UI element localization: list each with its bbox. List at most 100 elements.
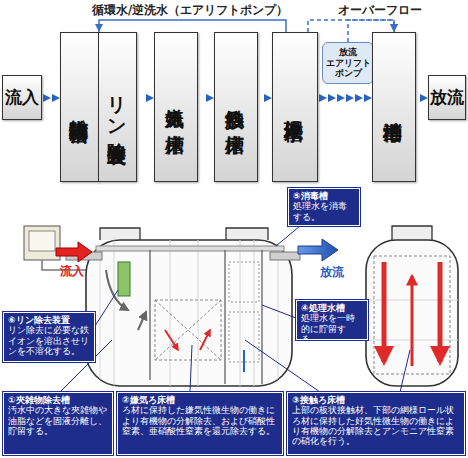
callout-heading: ⑤消毒槽 <box>293 191 355 201</box>
callout-box: ④処理水槽処理水を一時的に貯留する。 <box>296 300 368 340</box>
callout-box: ⑥リン除去装置リン除去に必要な鉄イオンを溶出させリンを不溶化する。 <box>3 312 95 362</box>
flow-arrows-inside <box>138 312 146 330</box>
return-line <box>99 20 286 32</box>
tank-body <box>240 240 241 386</box>
flow-arrow <box>416 97 428 99</box>
tank-body <box>226 228 268 240</box>
box-label: リン除去装置 <box>105 82 131 132</box>
process-box: リン除去装置 <box>98 32 137 182</box>
callout-text: ろ材に保持した嫌気性微生物の働きにより有機物の分解除去、および硝酸性窒素、亜硝酸… <box>122 405 278 436</box>
leader-line <box>190 345 192 392</box>
box-label: 嫌気ろ床槽 <box>163 94 189 121</box>
process-box: 夾雑物除去槽 <box>60 32 99 182</box>
anaerobic-filter-media <box>155 300 221 360</box>
anaerobic-filter-media <box>155 300 221 360</box>
flow-arrows-inside <box>243 350 245 372</box>
callout-heading: ③接触ろ床槽 <box>292 395 460 405</box>
leader-line <box>262 305 296 318</box>
tank-body <box>261 250 262 384</box>
leader-line <box>276 226 300 246</box>
callout-heading: ④処理水槽 <box>301 303 363 313</box>
box-label: 夾雑物除去槽 <box>67 104 93 110</box>
anaerobic-filter-media <box>155 300 221 360</box>
callout-text: リン除去に必要な鉄イオンを溶出させリンを不溶化する。 <box>8 325 90 356</box>
process-box: 流入 <box>2 75 42 120</box>
flow-arrows-inside <box>106 270 244 372</box>
phosphorus-removal-device <box>118 262 130 296</box>
callout-box: ③接触ろ床槽上部の板状接触材、下部の網様ロール状ろ材に保持した好気性微生物の働き… <box>287 392 465 455</box>
callout-text: 処理水を一時的に貯留する。 <box>301 313 363 344</box>
box-label: 処理水槽 <box>282 105 308 109</box>
tank-end-view <box>382 262 387 362</box>
overflow-line <box>348 20 394 42</box>
box-label: 流入 <box>5 86 39 109</box>
callout-box: ②嫌気ろ床槽ろ材に保持した嫌気性微生物の働きにより有機物の分解除去、および硝酸性… <box>117 392 283 455</box>
flow-arrows-inside <box>200 330 210 350</box>
callout-heading: ⑥リン除去装置 <box>8 315 90 325</box>
flow-arrow <box>137 97 154 99</box>
inlet-pipe <box>56 242 102 262</box>
callout-heading: ②嫌気ろ床槽 <box>122 395 278 405</box>
process-box: 消毒槽 <box>372 32 416 182</box>
tank-body <box>96 246 284 251</box>
tank-end-view <box>438 262 443 362</box>
tank-body <box>170 240 171 386</box>
leader-line <box>245 340 320 392</box>
control-box <box>24 226 60 260</box>
flow-label: 流入 <box>60 263 84 280</box>
callout-heading: ①夾雑物除去槽 <box>8 395 108 405</box>
control-box <box>24 226 96 270</box>
process-box: 放流 <box>428 75 466 120</box>
leader-line <box>400 350 410 392</box>
tank-body <box>224 250 225 384</box>
box-label: 放流 エアリフト ポンプ <box>325 47 371 79</box>
flow-arrows-inside <box>165 330 178 350</box>
inlet-pipe <box>56 242 92 262</box>
tank-end-view <box>411 276 414 366</box>
tank-body <box>100 228 140 240</box>
tank-body <box>198 240 199 386</box>
outlet-pipe <box>298 239 338 261</box>
edge-label: 循環水/逆洗水（エアリフトポンプ） <box>92 3 288 18</box>
callout-box: ①夾雑物除去槽汚水中の大きな夾雑物や油脂などを固液分離し、貯留する。 <box>3 392 113 455</box>
callout-text: 上部の板状接触材、下部の網様ロール状ろ材に保持した好気性微生物の働きにより有機物… <box>292 405 460 446</box>
flow-arrow <box>258 97 272 99</box>
tank-end-view <box>374 256 450 374</box>
tank-end-view <box>366 240 458 386</box>
process-box: 嫌気ろ床槽 <box>154 32 198 182</box>
process-box: 処理水槽 <box>272 32 318 182</box>
leader-line <box>60 226 410 392</box>
tank-body <box>149 250 150 380</box>
box-label: 接触ろ床槽 <box>223 94 249 121</box>
tank-body <box>278 240 279 386</box>
edge-label: オーバーフロー <box>338 3 422 18</box>
outlet-pipe <box>270 252 300 260</box>
flow-arrow <box>318 97 372 99</box>
callout-text: 汚水中の大きな夾雑物や油脂などを固液分離し、貯留する。 <box>8 405 108 436</box>
contact-filter-media <box>229 262 259 302</box>
tank-end-view <box>366 226 458 386</box>
flow-arrow <box>42 97 60 99</box>
phosphorus-removal-device <box>118 262 130 296</box>
callout-text: 処理水を消毒する。 <box>293 201 355 222</box>
control-box <box>29 231 55 251</box>
box-label: 放流 <box>430 86 464 109</box>
box-label: 消毒槽 <box>381 106 407 109</box>
tank-body <box>100 240 101 386</box>
tank-body <box>86 240 292 386</box>
tank-body <box>100 240 278 386</box>
tank-body <box>86 228 292 386</box>
flow-label: 放流 <box>320 264 344 281</box>
flow-arrow <box>198 97 214 99</box>
callout-box: ⑤消毒槽処理水を消毒する。 <box>288 188 360 226</box>
tank-end-view <box>392 226 432 240</box>
leader-line <box>95 290 118 326</box>
anaerobic-filter-media <box>155 300 221 360</box>
pump-box: 放流 エアリフト ポンプ <box>322 42 374 84</box>
process-box: 接触ろ床槽 <box>214 32 258 182</box>
tank-body <box>114 240 115 386</box>
overflow-line <box>308 20 394 32</box>
